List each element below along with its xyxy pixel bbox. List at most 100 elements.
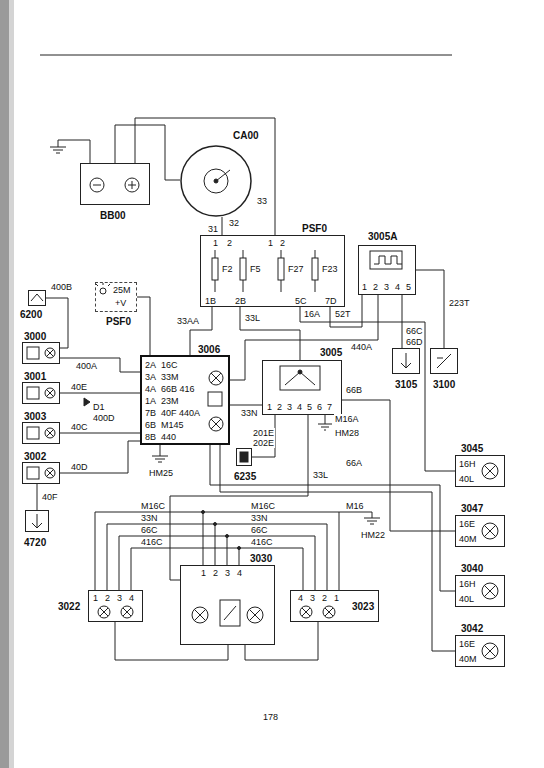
wire-number: M16C — [140, 501, 166, 511]
wire-number: 400A — [75, 361, 98, 371]
wire-number: 416C — [140, 537, 164, 547]
lamp-symbol — [482, 463, 498, 479]
wire-number: 33 — [256, 196, 268, 206]
lamp-symbol — [482, 643, 498, 659]
lamp-symbol — [100, 608, 108, 616]
wiring-harness — [203, 512, 239, 565]
fuse-symbol — [215, 250, 315, 292]
wire-number: 33N — [240, 408, 259, 418]
lamp-symbol — [98, 606, 110, 618]
wire — [240, 307, 300, 360]
lamp-symbol — [121, 606, 133, 618]
lamp-symbol — [192, 607, 208, 623]
lamp-symbol — [27, 347, 39, 359]
component-label: 3001 — [23, 371, 47, 382]
fuse-symbol — [278, 258, 284, 280]
sensor-icon — [32, 514, 42, 528]
fuse-symbol — [312, 258, 318, 280]
wire-number: 16E — [458, 639, 476, 649]
wire-number: 40M — [458, 534, 478, 544]
lamp-symbol — [47, 470, 54, 477]
lamp-symbol — [47, 390, 54, 397]
lamp-symbol — [194, 609, 205, 620]
wire-number: 33N — [250, 513, 269, 523]
pin-number: 2 — [226, 238, 233, 248]
pin-number: 3 — [116, 593, 123, 603]
wiring-harness — [238, 547, 241, 550]
ground-symbol — [318, 415, 332, 430]
flasher-symbol — [370, 251, 402, 269]
wire-number: 40L — [458, 594, 475, 604]
pin-number: 1 — [266, 402, 273, 412]
wire-number: 223T — [448, 298, 471, 308]
page-binding-shadow — [0, 0, 9, 768]
wire — [135, 118, 275, 235]
wire-number: 440 — [160, 432, 177, 442]
component-label: 3022 — [57, 601, 81, 612]
pin-number: 2 — [276, 402, 283, 412]
wire-number: 16H — [458, 459, 477, 469]
wire — [252, 415, 275, 457]
connector-icon — [240, 452, 248, 462]
wire-number: 66A — [345, 458, 363, 468]
switch-lamp-symbol — [211, 419, 221, 429]
wire — [245, 622, 318, 660]
lamp-box: 3001 — [22, 382, 60, 404]
switch-outline — [180, 145, 252, 217]
ground-label: HM25 — [148, 468, 174, 478]
page-number: 178 — [262, 712, 279, 722]
wire-number: 40E — [70, 382, 88, 392]
wire-number: 16A — [303, 309, 321, 319]
pin-number: 1 — [212, 238, 219, 248]
fuse-label: F27 — [287, 264, 305, 274]
pin-number: 3 — [309, 593, 316, 603]
pin-number: 2 — [104, 593, 111, 603]
battery-symbol — [50, 140, 90, 163]
component-box: 6200 — [28, 290, 46, 306]
wiring-harness — [226, 535, 229, 538]
component-label: 3047 — [460, 503, 484, 514]
wire — [170, 415, 308, 580]
lamp-symbol — [323, 606, 335, 618]
wire-number: 16E — [458, 519, 476, 529]
pin-label: 4A — [144, 384, 157, 394]
connector-box: 6235 — [236, 448, 252, 466]
battery-symbol — [93, 181, 136, 189]
pin-number: 1 — [200, 568, 207, 578]
lamp-symbol — [47, 430, 54, 437]
wire — [210, 445, 455, 591]
wire-number: 33L — [312, 470, 329, 480]
wire-number: 40F 440A — [160, 408, 201, 418]
sensor-box: 3105 — [392, 348, 420, 374]
wire-number: 400B — [50, 282, 73, 292]
pin-label: 1A — [144, 396, 157, 406]
ignition-switch-symbol — [216, 170, 230, 181]
switch-box: 3100 — [430, 348, 458, 374]
switch-lamp-symbol — [208, 392, 222, 406]
wire — [222, 217, 223, 235]
fuse-symbol — [212, 258, 218, 280]
switch-symbol — [280, 366, 320, 390]
wire-number: 40L — [458, 474, 475, 484]
sensor-icon — [401, 353, 411, 368]
ignition-switch-symbol — [204, 169, 230, 193]
component-label: 3005 — [319, 347, 343, 358]
pin-number: 1 — [92, 593, 99, 603]
pin-number: 4 — [394, 282, 401, 292]
wiring-harness — [214, 523, 217, 526]
wiring-symbols — [27, 55, 498, 659]
pin-number: 2 — [212, 568, 219, 578]
wire — [60, 441, 140, 473]
flasher-symbol — [370, 251, 402, 269]
wire-number: 202E — [252, 438, 275, 448]
wire-number: M16A — [334, 414, 360, 424]
wire — [230, 405, 262, 406]
pin-number: 3 — [383, 282, 390, 292]
component-label: CA00 — [232, 130, 260, 141]
switch-symbol — [298, 370, 302, 374]
lamp-box: 3003 — [22, 422, 60, 444]
pin-label: 7B — [144, 408, 157, 418]
wiring-harness — [339, 512, 380, 524]
wiring-harness — [202, 511, 205, 514]
wire — [60, 358, 140, 372]
